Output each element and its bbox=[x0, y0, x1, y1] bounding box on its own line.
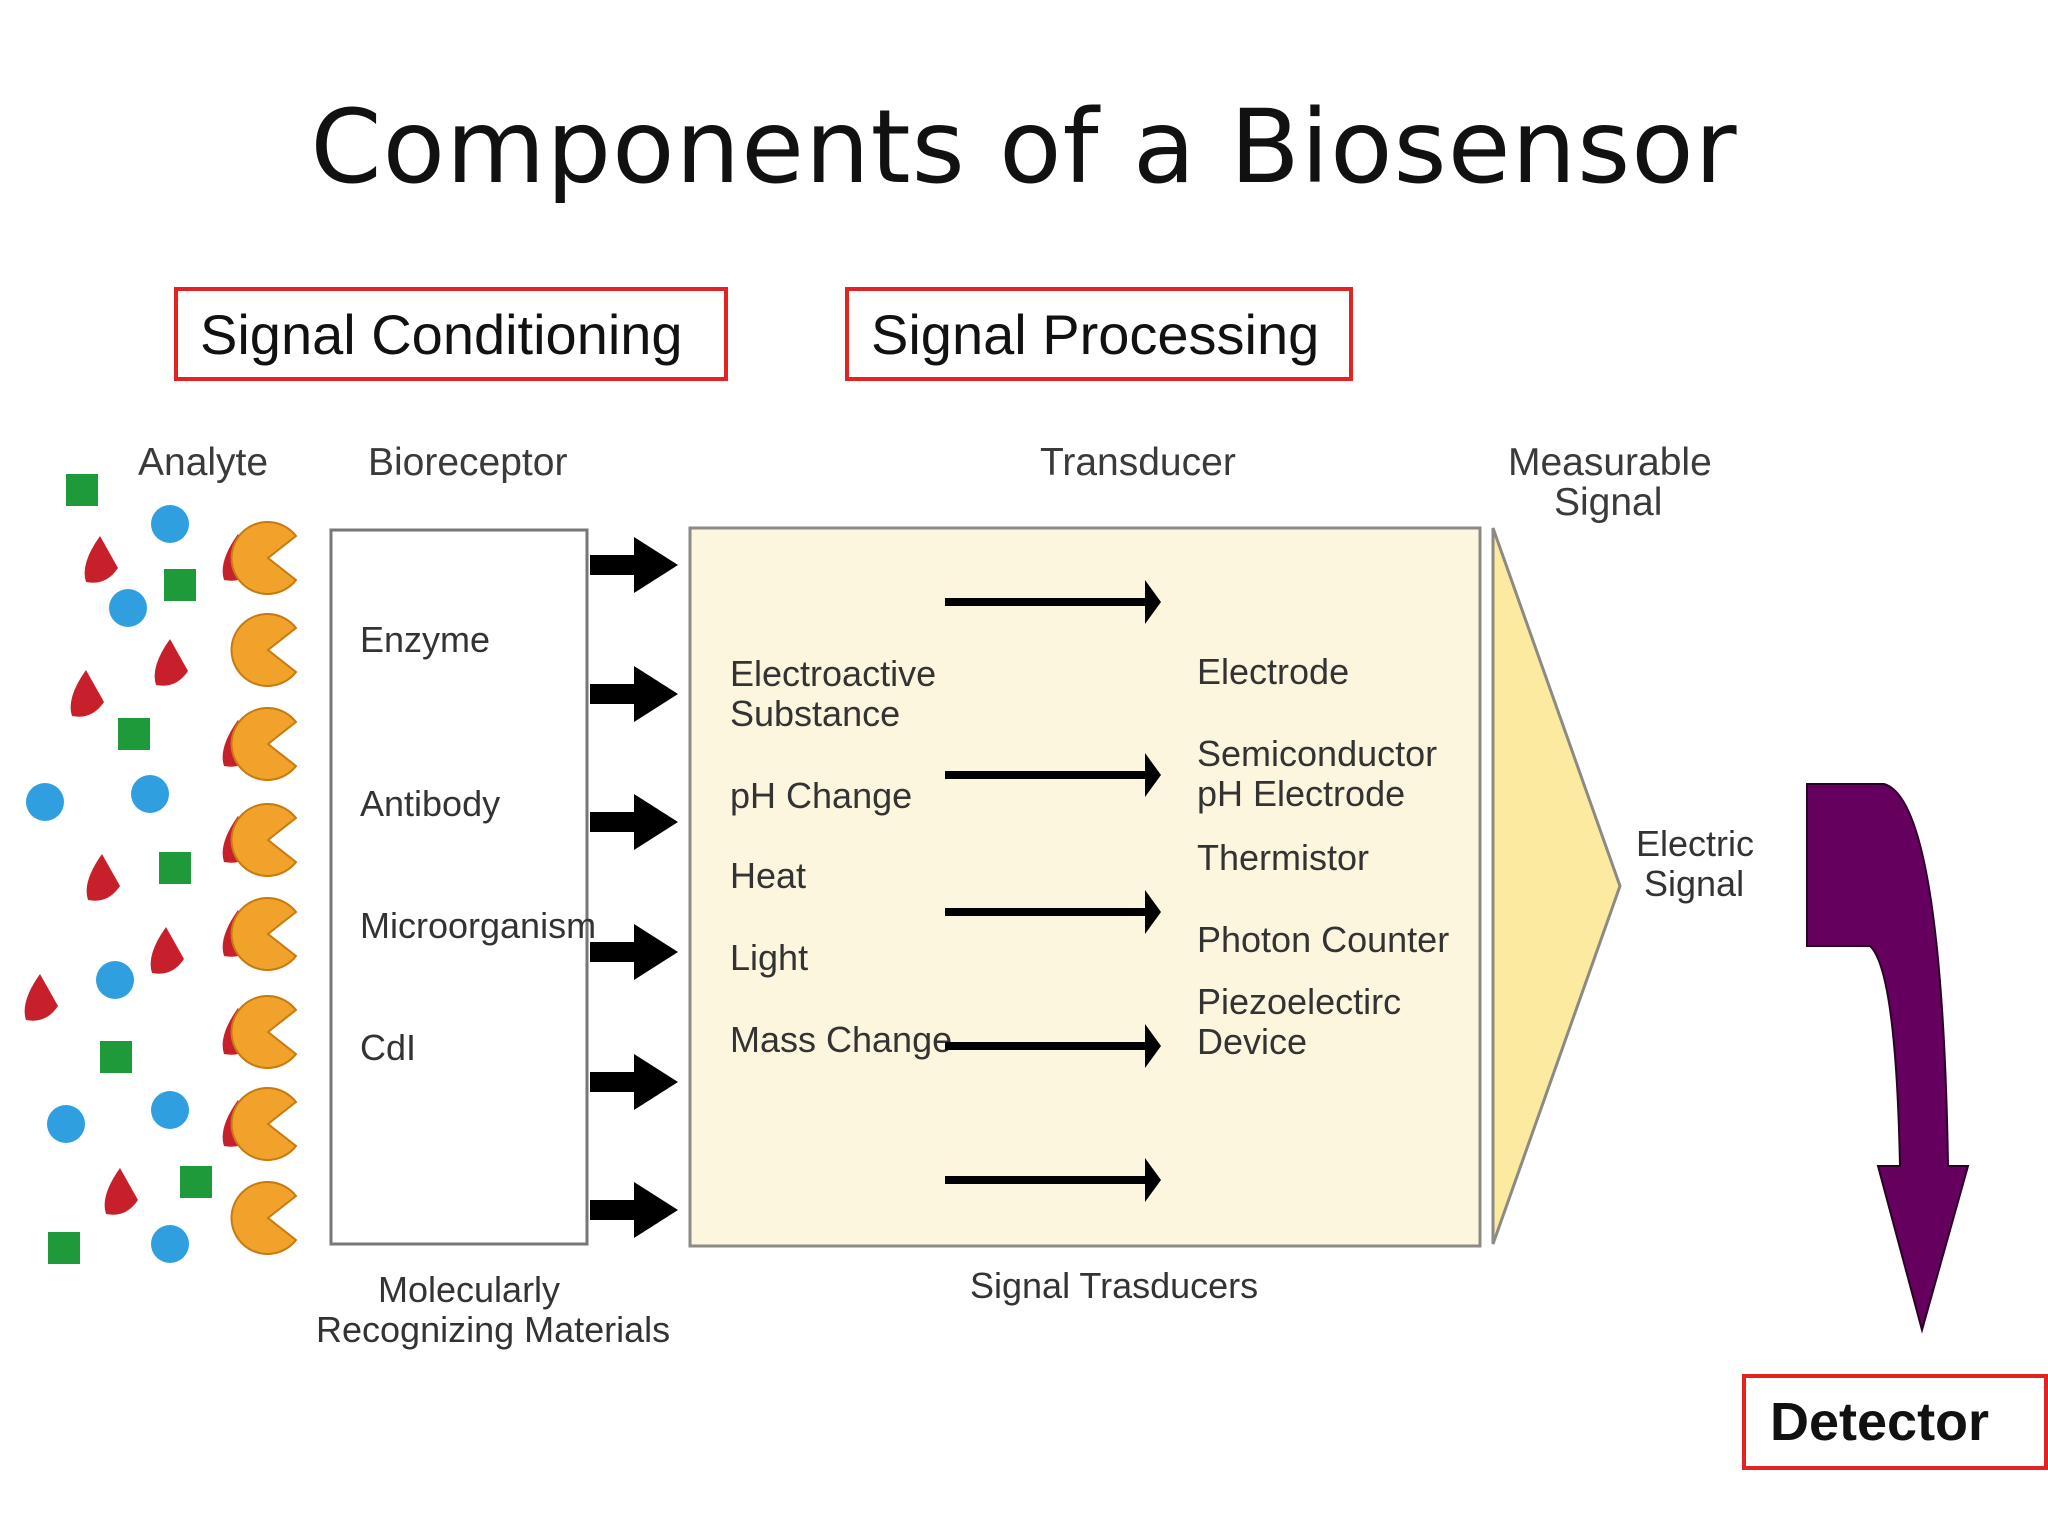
receptor-site bbox=[230, 521, 297, 595]
arrow-right-icon bbox=[590, 666, 678, 722]
analyte-square bbox=[100, 1041, 132, 1073]
bioreceptor-to-transducer-arrows bbox=[590, 537, 678, 1238]
analyte-circle bbox=[151, 1091, 189, 1129]
receptor-site bbox=[230, 995, 297, 1069]
receptor-site bbox=[230, 707, 297, 781]
bound-analyte bbox=[222, 910, 256, 957]
analyte-circle bbox=[151, 1225, 189, 1263]
receptor-site bbox=[230, 1087, 297, 1161]
receptor-site bbox=[230, 613, 297, 687]
input-heat: Heat bbox=[730, 855, 806, 896]
analyte-circle bbox=[109, 589, 147, 627]
input-mass-change: Mass Change bbox=[730, 1019, 952, 1060]
analyte-square bbox=[180, 1166, 212, 1198]
transducer-arrows bbox=[945, 580, 1161, 1202]
analyte-wedge bbox=[24, 974, 58, 1021]
arrow-right-icon bbox=[945, 580, 1161, 624]
input-ph-change: pH Change bbox=[730, 775, 912, 816]
bioreceptor-sites bbox=[222, 521, 297, 1255]
bioreceptor-microorganism: Microorganism bbox=[360, 905, 596, 946]
signal-processing-text: Signal Processing bbox=[871, 302, 1320, 366]
arrow-right-icon bbox=[590, 1182, 678, 1238]
analyte-wedge bbox=[84, 536, 118, 583]
analyte-square bbox=[164, 569, 196, 601]
detector-arrow-icon bbox=[1806, 783, 1970, 1334]
analyte-square bbox=[48, 1232, 80, 1264]
measurable-header-1: Measurable bbox=[1508, 441, 1712, 484]
device-thermistor: Thermistor bbox=[1197, 837, 1369, 878]
bound-analyte bbox=[222, 1100, 256, 1147]
receptor-site bbox=[230, 803, 297, 877]
signal-processing-label: Signal Processing bbox=[845, 287, 1353, 381]
analyte-wedge bbox=[150, 927, 184, 974]
analyte-wedge bbox=[86, 854, 120, 901]
analyte-square bbox=[118, 718, 150, 750]
bioreceptor-box bbox=[329, 528, 589, 1246]
device-piezo-1: Piezoelectirc bbox=[1197, 981, 1401, 1022]
device-electrode: Electrode bbox=[1197, 651, 1349, 692]
analyte-wedge bbox=[154, 639, 188, 686]
bioreceptor-antibody: Antibody bbox=[360, 783, 500, 824]
signal-triangle bbox=[1491, 527, 1622, 1245]
analyte-square bbox=[66, 474, 98, 506]
bound-analyte bbox=[222, 720, 256, 767]
device-photon-counter: Photon Counter bbox=[1197, 919, 1449, 960]
measurable-header-2: Signal bbox=[1554, 481, 1662, 524]
input-electroactive-2: Substance bbox=[730, 693, 900, 734]
analyte-header: Analyte bbox=[138, 441, 268, 484]
detector-text: Detector bbox=[1770, 1392, 1990, 1452]
receptor-site bbox=[230, 897, 297, 971]
analyte-circle bbox=[26, 783, 64, 821]
device-semiconductor-2: pH Electrode bbox=[1197, 773, 1405, 814]
bioreceptor-enzyme: Enzyme bbox=[360, 619, 490, 660]
bound-analyte bbox=[222, 816, 256, 863]
analyte-wedge bbox=[70, 670, 104, 717]
device-piezo-2: Device bbox=[1197, 1021, 1307, 1062]
analyte-circle bbox=[131, 775, 169, 813]
signal-conditioning-text: Signal Conditioning bbox=[200, 302, 683, 366]
arrow-right-icon bbox=[590, 924, 678, 980]
bioreceptor-header: Bioreceptor bbox=[368, 441, 567, 484]
electric-signal-2: Signal bbox=[1644, 863, 1744, 904]
input-electroactive-1: Electroactive bbox=[730, 653, 936, 694]
transducer-caption: Signal Trasducers bbox=[970, 1265, 1258, 1306]
arrow-right-icon bbox=[945, 1158, 1161, 1202]
signal-conditioning-label: Signal Conditioning bbox=[174, 287, 728, 381]
detector-label: Detector bbox=[1742, 1374, 2048, 1470]
transducer-box bbox=[688, 526, 1482, 1248]
bioreceptor-cdi: CdI bbox=[360, 1027, 416, 1068]
analyte-wedge bbox=[104, 1168, 138, 1215]
arrow-right-icon bbox=[945, 1024, 1161, 1068]
arrow-right-icon bbox=[945, 890, 1161, 934]
analyte-circle bbox=[47, 1105, 85, 1143]
arrow-right-icon bbox=[590, 794, 678, 850]
arrow-right-icon bbox=[590, 1054, 678, 1110]
receptor-site bbox=[230, 1181, 297, 1255]
arrow-right-icon bbox=[590, 537, 678, 593]
bioreceptor-caption-2: Recognizing Materials bbox=[316, 1309, 670, 1350]
page-title: Components of a Biosensor bbox=[310, 88, 1738, 207]
analyte-square bbox=[159, 852, 191, 884]
analyte-molecules bbox=[24, 474, 212, 1264]
input-light: Light bbox=[730, 937, 808, 978]
arrow-right-icon bbox=[945, 753, 1161, 797]
bioreceptor-caption-1: Molecularly bbox=[378, 1269, 560, 1310]
analyte-circle bbox=[151, 505, 189, 543]
bound-analyte bbox=[222, 534, 256, 581]
transducer-header: Transducer bbox=[1040, 441, 1236, 484]
device-semiconductor-1: Semiconductor bbox=[1197, 733, 1437, 774]
bound-analyte bbox=[222, 1008, 256, 1055]
analyte-circle bbox=[96, 961, 134, 999]
electric-signal-1: Electric bbox=[1636, 823, 1754, 864]
